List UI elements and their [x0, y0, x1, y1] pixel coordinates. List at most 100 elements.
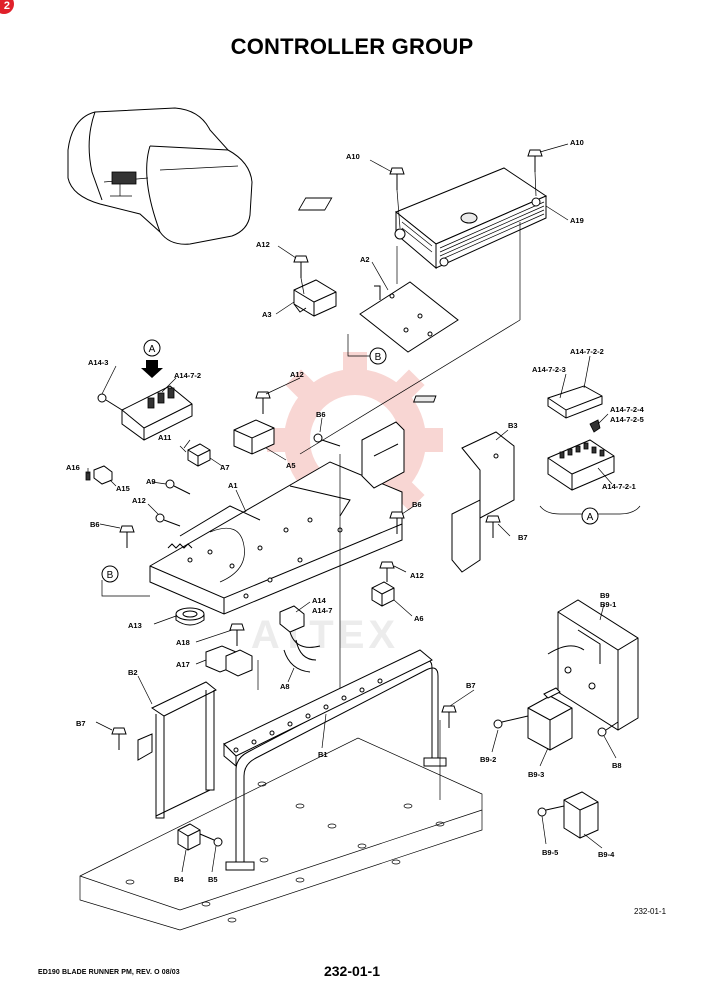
- label-b2: B2: [128, 668, 138, 677]
- label-b1: B1: [318, 750, 328, 759]
- bolt-b6-right: [389, 511, 405, 534]
- callout-b-lower: B: [101, 565, 150, 597]
- bracket-b3: [451, 431, 515, 573]
- svg-text:B: B: [375, 352, 382, 363]
- bracket-b6: [361, 421, 405, 489]
- label-a10-right: A10: [570, 138, 584, 147]
- label-a12-mid: A12: [290, 370, 304, 379]
- harness-a14: [279, 605, 321, 673]
- manual-reference: ED190 BLADE RUNNER PM, REV. O 08/03: [38, 969, 180, 976]
- label-a12-right: A12: [410, 571, 424, 580]
- part-a15: [93, 465, 113, 485]
- relay-a17: [205, 645, 259, 690]
- bolt-a12-left: [155, 513, 181, 527]
- bracket-plate-a2: [359, 281, 459, 353]
- part-b4: [177, 823, 201, 851]
- label-a14-7-2-5: A14-7-2-5: [610, 415, 644, 424]
- label-a16: A16: [66, 463, 80, 472]
- label-a1: A1: [228, 481, 238, 490]
- label-b6-right: B6: [412, 500, 422, 509]
- label-b5: B5: [208, 875, 218, 884]
- figure-reference: 232-01-1: [634, 907, 667, 916]
- bolt-b8: [597, 721, 619, 737]
- label-b6-upper: B6: [316, 410, 326, 419]
- label-a12-left: A12: [132, 496, 146, 505]
- bolt-b5: [199, 833, 223, 847]
- relay-a7: [187, 443, 211, 467]
- leader-lines: [87, 143, 617, 873]
- machine-location-thumbnail: [67, 107, 253, 245]
- label-a2: A2: [360, 255, 370, 264]
- floor-panel: [79, 737, 483, 931]
- base-plate-a1: [149, 461, 403, 615]
- callout-b-upper: B: [347, 334, 387, 365]
- relay-a5: [233, 419, 275, 455]
- label-b9-4: B9-4: [598, 850, 615, 859]
- callout-a-detail: A: [581, 507, 599, 525]
- label-a19: A19: [570, 216, 584, 225]
- label-a18: A18: [176, 638, 190, 647]
- label-a11: A11: [158, 433, 171, 442]
- label-a13: A13: [128, 621, 142, 630]
- label-b9-3: B9-3: [528, 770, 544, 779]
- bolt-a12-right: [379, 561, 395, 582]
- module-b9-4: [563, 791, 599, 839]
- detail-a14-7-2-2: [413, 385, 603, 419]
- label-a10-left: A10: [346, 152, 360, 161]
- label-b9: B9: [600, 591, 610, 600]
- bolt-b6-left: [119, 525, 135, 548]
- label-a17: A17: [176, 660, 190, 669]
- bolt-a10-left: [389, 167, 405, 229]
- svg-text:B: B: [107, 570, 114, 581]
- connector-a14-7-2: [121, 385, 193, 441]
- label-b9-2: B9-2: [480, 755, 496, 764]
- detail-a14-7-2-4: [589, 419, 601, 433]
- corner-mark: 2: [0, 0, 14, 14]
- label-b9-1: B9-1: [600, 600, 616, 609]
- bolt-a18: [229, 623, 245, 646]
- label-a14-7-2-4: A14-7-2-4: [610, 405, 645, 414]
- label-a14-7-2-3: A14-7-2-3: [532, 365, 566, 374]
- label-b6-left: B6: [90, 520, 100, 529]
- bolt-b7-right: [441, 705, 457, 728]
- label-b3: B3: [508, 421, 518, 430]
- label-a14-3: A14-3: [88, 358, 108, 367]
- frame-b1: [223, 649, 447, 871]
- page-number: 232-01-1: [323, 963, 381, 979]
- label-a9: A9: [146, 477, 156, 486]
- label-a12-top: A12: [256, 240, 270, 249]
- bolt-a12-top: [293, 255, 309, 278]
- bolt-b9-5: [537, 805, 565, 817]
- controller-unit: [297, 167, 548, 270]
- part-a6: [371, 581, 395, 607]
- label-a14-7-2: A14-7-2: [174, 371, 201, 380]
- label-a7: A7: [220, 463, 230, 472]
- bolt-a9: [165, 479, 191, 495]
- bracket-b9: [547, 599, 639, 731]
- label-b7-right: B7: [466, 681, 476, 690]
- label-b4: B4: [174, 875, 184, 884]
- callout-a-view: A: [141, 339, 163, 378]
- bolt-b6-upper: [313, 433, 341, 447]
- svg-text:A: A: [149, 344, 156, 355]
- label-a14-7-2-1: A14-7-2-1: [602, 482, 636, 491]
- screw-a14-3: [97, 393, 123, 411]
- label-a6: A6: [414, 614, 424, 623]
- label-a3: A3: [262, 310, 272, 319]
- bolt-b9-2: [493, 715, 529, 729]
- bolt-a10-right: [527, 149, 543, 197]
- label-b7-left: B7: [76, 719, 86, 728]
- detail-a14-7-2-1: [547, 439, 615, 491]
- label-a14-7-2-2: A14-7-2-2: [570, 347, 604, 356]
- label-a15: A15: [116, 484, 130, 493]
- label-a14: A14: [312, 596, 327, 605]
- label-a8: A8: [280, 682, 290, 691]
- bolt-b7-left: [111, 727, 127, 750]
- watermark-text: ATTEX: [251, 613, 399, 657]
- relay-a3: [293, 279, 337, 317]
- grommet-a13: [175, 607, 205, 626]
- label-a5: A5: [286, 461, 296, 470]
- part-labels: A10 A10 A19 A12 A2 A3 A14-3 A14-7-2 A12 …: [66, 138, 645, 884]
- bracket-b2: [137, 681, 217, 819]
- svg-text:A: A: [587, 512, 594, 523]
